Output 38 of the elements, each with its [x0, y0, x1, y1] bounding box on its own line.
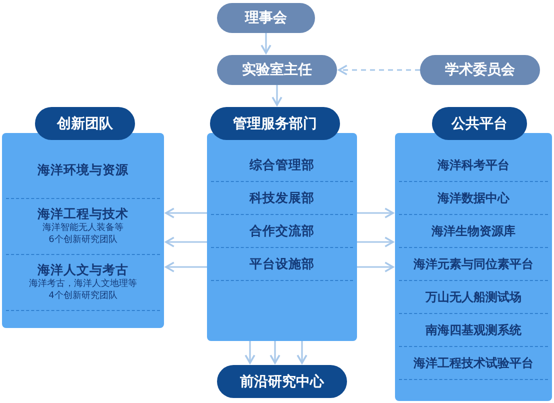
- rounded-label: 实验室主任: [217, 55, 337, 85]
- arrow: [357, 236, 394, 248]
- arrow: [338, 64, 420, 76]
- item-title: 海洋环境与资源: [38, 162, 128, 179]
- rounded-label: 前沿研究中心: [217, 365, 347, 398]
- item-title: 海洋数据中心: [438, 190, 510, 206]
- arrow: [165, 262, 207, 272]
- item-description: 海洋智能无人装备等 6个创新研究团队: [42, 223, 124, 247]
- arrow: [357, 262, 394, 272]
- arrow: [165, 236, 207, 248]
- item-title: 海洋元素与同位素平台: [414, 256, 534, 272]
- item-description: 海洋考古，海洋人文地理等 4个创新研究团队: [28, 279, 138, 303]
- rounded-label: 学术委员会: [420, 55, 540, 85]
- arrow: [244, 341, 256, 364]
- list-panel: [207, 133, 357, 341]
- item-title: 综合管理部: [250, 156, 314, 174]
- item-title: 海洋人文与考古: [38, 262, 128, 278]
- item-title: 合作交流部: [250, 222, 314, 240]
- arrow: [270, 341, 280, 364]
- arrow: [272, 85, 282, 106]
- list-panel: [2, 133, 164, 328]
- item-title: 平台设施部: [250, 256, 314, 272]
- item-title: 海洋科考平台: [438, 156, 510, 174]
- rounded-label: 公共平台: [432, 107, 527, 140]
- item-title: 海洋工程与技术: [38, 206, 128, 222]
- item-title: 万山无人船测试场: [426, 288, 522, 306]
- item-title: 南海四基观测系统: [426, 322, 522, 338]
- rounded-label: 创新团队: [35, 107, 135, 140]
- list-panel: [395, 133, 552, 401]
- rounded-label: 理事会: [217, 3, 315, 33]
- arrow: [357, 208, 394, 218]
- item-title: 海洋工程技术试验平台: [414, 354, 534, 372]
- arrow: [165, 208, 207, 218]
- rounded-label: 管理服务部门: [210, 107, 340, 140]
- arrow: [260, 33, 272, 54]
- arrow: [296, 341, 308, 364]
- item-title: 海洋生物资源库: [432, 222, 516, 240]
- item-title: 科技发展部: [250, 190, 314, 206]
